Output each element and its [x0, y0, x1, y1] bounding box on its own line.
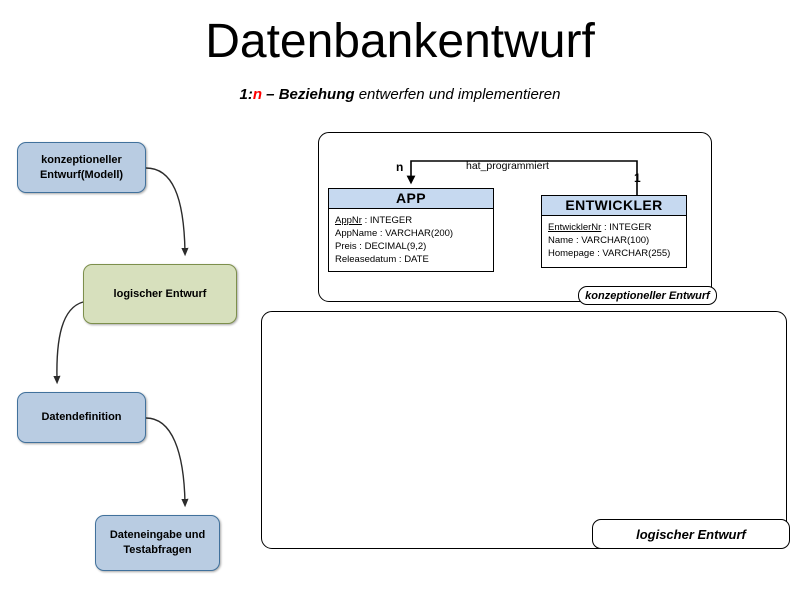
er-entity-name: ENTWICKLER [542, 196, 686, 216]
er-attribute-type: VARCHAR(100) [581, 235, 650, 246]
flow-step-dateneingabe[interactable]: Dateneingabe und Testabfragen [95, 515, 220, 571]
panel-tab-konzeptioneller-entwurf: konzeptioneller Entwurf [578, 286, 717, 305]
er-relationship-label: hat_programmiert [466, 160, 549, 172]
er-attribute-row: AppName : VARCHAR(200) [335, 228, 454, 239]
flow-step-label: konzeptioneller Entwurf(Modell) [40, 153, 123, 183]
er-attribute-type: INTEGER [609, 222, 652, 233]
flow-step-datendefinition[interactable]: Datendefinition [17, 392, 146, 443]
flow-step-label: Dateneingabe und Testabfragen [110, 528, 205, 558]
er-attribute-row: Releasedatum : DATE [335, 254, 429, 265]
flow-step-line1: Dateneingabe und [109, 529, 206, 541]
er-attribute-name: Name [548, 235, 574, 246]
flow-step-line2: Entwurf(Modell) [39, 168, 124, 181]
flow-step-line1: konzeptioneller [41, 153, 122, 166]
er-attribute-row: Name : VARCHAR(100) [548, 235, 650, 246]
er-attribute-type: DECIMAL(9,2) [364, 241, 427, 252]
flow-step-label: logischer Entwurf [114, 287, 207, 302]
er-attribute-name: AppName [335, 228, 378, 239]
er-entity-attribute-list: AppNr : INTEGER AppName : VARCHAR(200) P… [329, 209, 493, 272]
flow-step-logischer-entwurf[interactable]: logischer Entwurf [83, 264, 237, 324]
er-attribute-name: Homepage [548, 248, 595, 259]
er-attribute-row: EntwicklerNr : INTEGER [548, 222, 652, 233]
er-attribute-type: VARCHAR(200) [385, 228, 454, 239]
er-entity-attribute-list: EntwicklerNr : INTEGER Name : VARCHAR(10… [542, 216, 686, 266]
er-attribute-name: EntwicklerNr [548, 222, 602, 233]
er-attribute-type: INTEGER [369, 215, 413, 226]
er-attribute-row: AppNr : INTEGER [335, 215, 413, 226]
er-attribute-row: Homepage : VARCHAR(255) [548, 248, 671, 259]
page-subtitle: 1:n – Beziehung entwerfen und implementi… [0, 85, 800, 105]
flow-step-label: Datendefinition [41, 410, 121, 425]
er-attribute-type: VARCHAR(255) [602, 248, 671, 259]
er-cardinality-1: 1 [634, 171, 641, 185]
page-title: Datenbankentwurf [205, 15, 595, 68]
panel-tab-label: logischer Entwurf [636, 526, 746, 542]
er-attribute-name: AppNr [335, 215, 362, 226]
flow-step-line1: logischer Entwurf [113, 287, 207, 300]
er-attribute-type: DATE [404, 254, 429, 265]
subtitle-prefix: 1: [239, 86, 253, 103]
panel-tab-label: konzeptioneller Entwurf [585, 289, 710, 302]
subtitle-bold-part: – Beziehung [262, 86, 355, 103]
er-attribute-row: Preis : DECIMAL(9,2) [335, 241, 427, 252]
er-entity-name: APP [329, 189, 493, 209]
er-cardinality-n: n [396, 160, 404, 174]
panel-tab-logischer-entwurf: logischer Entwurf [592, 519, 790, 549]
er-attribute-name: Preis [335, 241, 357, 252]
subtitle-rest: entwerfen und implementieren [354, 86, 561, 103]
subtitle-highlight-n: n [252, 86, 263, 103]
flow-step-line2: Testabfragen [123, 544, 192, 556]
flow-step-line1: Datendefinition [41, 411, 122, 423]
er-entity-app[interactable]: APP AppNr : INTEGER AppName : VARCHAR(20… [328, 188, 494, 272]
er-entity-entwickler[interactable]: ENTWICKLER EntwicklerNr : INTEGER Name :… [541, 195, 687, 268]
flow-connector-3 [145, 417, 189, 508]
er-attribute-name: Releasedatum [335, 254, 397, 265]
flow-connector-2 [53, 301, 84, 385]
flow-step-konzeptioneller-entwurf[interactable]: konzeptioneller Entwurf(Modell) [17, 142, 146, 193]
panel-logischer-entwurf [261, 311, 787, 549]
flow-connector-1 [145, 167, 189, 257]
